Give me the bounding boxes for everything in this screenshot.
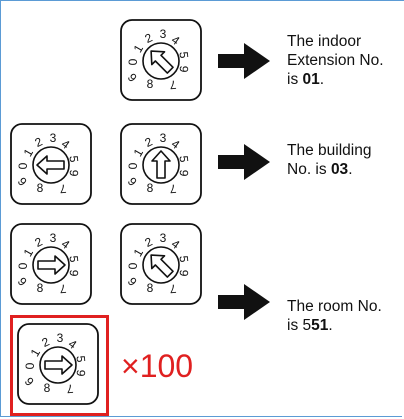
- dial-digit-3: 3: [57, 331, 64, 345]
- caption-extension-line3: is 01.: [287, 70, 402, 89]
- building-number-value: 03: [330, 161, 349, 178]
- frame-top-border: [0, 0, 404, 1]
- caption-building-line2: No. is 03.: [287, 160, 402, 179]
- caption-extension-line2: Extension No.: [287, 52, 384, 69]
- room-number-value: 51: [311, 317, 329, 334]
- dial-digit-9: 9: [177, 269, 192, 277]
- dial-digit-0: 0: [16, 262, 30, 269]
- right-arrow-icon: [218, 284, 270, 320]
- dial-digit-9: 9: [177, 65, 192, 73]
- dial-digit-0: 0: [126, 162, 140, 169]
- dial-digit-5: 5: [74, 355, 89, 363]
- dial-digit-9: 9: [74, 369, 89, 377]
- dial-digit-3: 3: [160, 27, 167, 41]
- caption-room-line1: The room No.: [287, 298, 382, 315]
- dial-digit-7: 7: [169, 78, 177, 93]
- extension-number-value: 01: [302, 71, 320, 88]
- dial-digit-0: 0: [23, 362, 37, 369]
- dial-digit-5: 5: [67, 255, 82, 263]
- dial-digit-9: 9: [67, 269, 82, 277]
- caption-room-suffix: .: [328, 317, 333, 334]
- dial-digit-7: 7: [169, 282, 177, 297]
- caption-extension-suffix: .: [319, 71, 325, 88]
- multiplier-label: ×100: [121, 348, 194, 384]
- caption-building: The building No. is 03.: [287, 141, 402, 179]
- dial-digit-9: 9: [177, 169, 192, 177]
- dial-digit-8: 8: [37, 281, 44, 295]
- dial-digit-9: 9: [67, 169, 82, 177]
- dial-digit-3: 3: [160, 131, 167, 145]
- dial-digit-7: 7: [169, 182, 177, 197]
- right-arrow-icon: [218, 43, 270, 79]
- dial-pointer-arrow-icon: [36, 155, 65, 175]
- dial-digit-8: 8: [147, 181, 154, 195]
- caption-extension: The indoor Extension No. is 01.: [287, 32, 402, 89]
- dial-digit-0: 0: [16, 162, 30, 169]
- dial-pointer-arrow-icon: [151, 150, 171, 179]
- caption-extension-prefix: is: [287, 71, 303, 88]
- dial-digit-8: 8: [147, 281, 154, 295]
- caption-extension-line1: The indoor: [287, 33, 362, 50]
- caption-building-line1: The building: [287, 142, 372, 159]
- dial-pointer-arrow-icon: [150, 254, 174, 278]
- caption-room: The room No. is 551.: [287, 297, 402, 335]
- dial-digit-5: 5: [67, 155, 82, 163]
- dial-digit-3: 3: [160, 231, 167, 245]
- dial-pointer-arrow-icon: [37, 255, 66, 275]
- dial-digit-5: 5: [177, 51, 192, 59]
- right-arrow-icon: [218, 144, 270, 180]
- caption-building-suffix: .: [348, 161, 353, 178]
- highlight-box: [10, 315, 109, 416]
- dial-digit-3: 3: [50, 231, 57, 245]
- dial-digit-0: 0: [126, 262, 140, 269]
- caption-building-prefix: No. is: [287, 161, 331, 178]
- dial-digit-7: 7: [59, 282, 67, 297]
- caption-room-line2: is 551.: [287, 316, 402, 335]
- dial-digit-5: 5: [177, 255, 192, 263]
- dial-digit-0: 0: [126, 58, 140, 65]
- dial-pointer-arrow-icon: [150, 50, 174, 74]
- dial-digit-8: 8: [44, 381, 51, 395]
- caption-room-prefix: is 5: [287, 317, 312, 334]
- dial-digit-8: 8: [147, 77, 154, 91]
- dial-digit-5: 5: [177, 155, 192, 163]
- dial-digit-8: 8: [37, 181, 44, 195]
- dial-digit-3: 3: [50, 131, 57, 145]
- dial-digit-7: 7: [59, 182, 67, 197]
- dial-pointer-arrow-icon: [44, 355, 73, 375]
- dial-digit-7: 7: [66, 382, 74, 397]
